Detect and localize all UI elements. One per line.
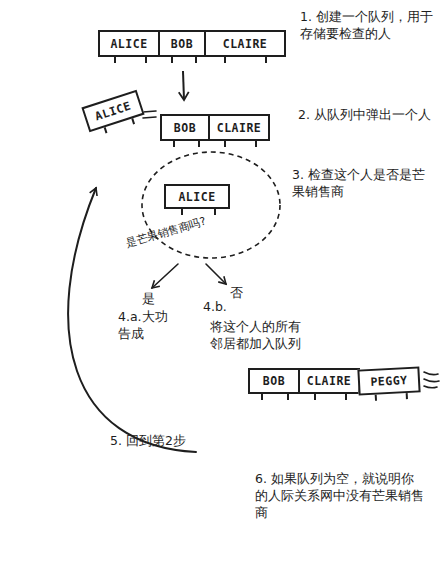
leg xyxy=(314,394,316,400)
leg xyxy=(145,57,147,63)
person-name: CLAIRE xyxy=(217,121,262,135)
leg xyxy=(181,209,183,215)
queue-cell: ALICE xyxy=(81,90,144,133)
motion-line xyxy=(424,379,439,382)
note-text: 将这个人的所有邻居都加入队列 xyxy=(210,318,305,352)
step-text: 4.a.大功告成 xyxy=(118,308,180,342)
step-text: 5. 回到第2步 xyxy=(110,432,250,449)
leg xyxy=(224,57,226,63)
leg xyxy=(195,57,197,63)
yes-arrow xyxy=(152,264,178,288)
motion-line xyxy=(424,386,437,388)
leg xyxy=(287,394,289,400)
pop-mark xyxy=(143,111,156,112)
person-name: PEGGY xyxy=(370,373,408,389)
queue-cell: CLAIRE xyxy=(208,114,270,141)
leg xyxy=(173,141,175,147)
queue-cell: PEGGY xyxy=(357,366,420,395)
leg xyxy=(114,57,116,63)
person-name: BOB xyxy=(263,374,285,388)
leg xyxy=(171,57,173,63)
pop-mark xyxy=(143,117,156,118)
queue-cell: BOB xyxy=(158,30,206,57)
step-text: 6. 如果队列为空，就说明你的人际关系网中没有芒果销售商 xyxy=(255,470,425,521)
answer-text: 是 xyxy=(142,290,172,307)
step-number: 4.b. xyxy=(203,298,243,315)
dashed-ellipse xyxy=(142,152,280,258)
step-text: 1. 创建一个队列，用于存储要检查的人 xyxy=(300,8,440,42)
queue-cell: ALICE xyxy=(98,30,160,57)
leg xyxy=(265,57,267,63)
queue-cell: CLAIRE xyxy=(298,368,360,394)
leg xyxy=(214,209,216,215)
leg xyxy=(406,393,408,399)
queue-cell: ALICE xyxy=(164,184,230,209)
leg xyxy=(131,118,135,124)
person-name: ALICE xyxy=(178,190,215,204)
step-text: 2. 从队列中弹出一个人 xyxy=(298,106,438,123)
motion-line xyxy=(424,372,438,375)
leg xyxy=(375,395,377,401)
queue-cell: CLAIRE xyxy=(204,30,286,57)
leg xyxy=(261,394,263,400)
step-text: 3. 检查这个人是否是芒果销售商 xyxy=(292,166,432,200)
person-name: ALICE xyxy=(110,37,147,51)
flow-arrow xyxy=(183,71,184,100)
leg xyxy=(224,141,226,147)
person-name: ALICE xyxy=(93,99,133,124)
check-circle: 是芒果销售商吗?ALICE xyxy=(140,150,282,260)
person-name: BOB xyxy=(174,121,196,135)
leg xyxy=(104,127,108,133)
answer-text: 否 xyxy=(230,284,260,301)
leg xyxy=(255,141,257,147)
queue-cell: BOB xyxy=(160,114,210,141)
queue-cell: BOB xyxy=(248,368,300,394)
leg xyxy=(198,141,200,147)
person-name: BOB xyxy=(171,37,193,51)
person-name: CLAIRE xyxy=(223,37,268,51)
leg xyxy=(345,394,347,400)
no-arrow xyxy=(206,264,226,284)
person-name: CLAIRE xyxy=(307,374,352,388)
question-text: 是芒果销售商吗? xyxy=(124,213,208,250)
